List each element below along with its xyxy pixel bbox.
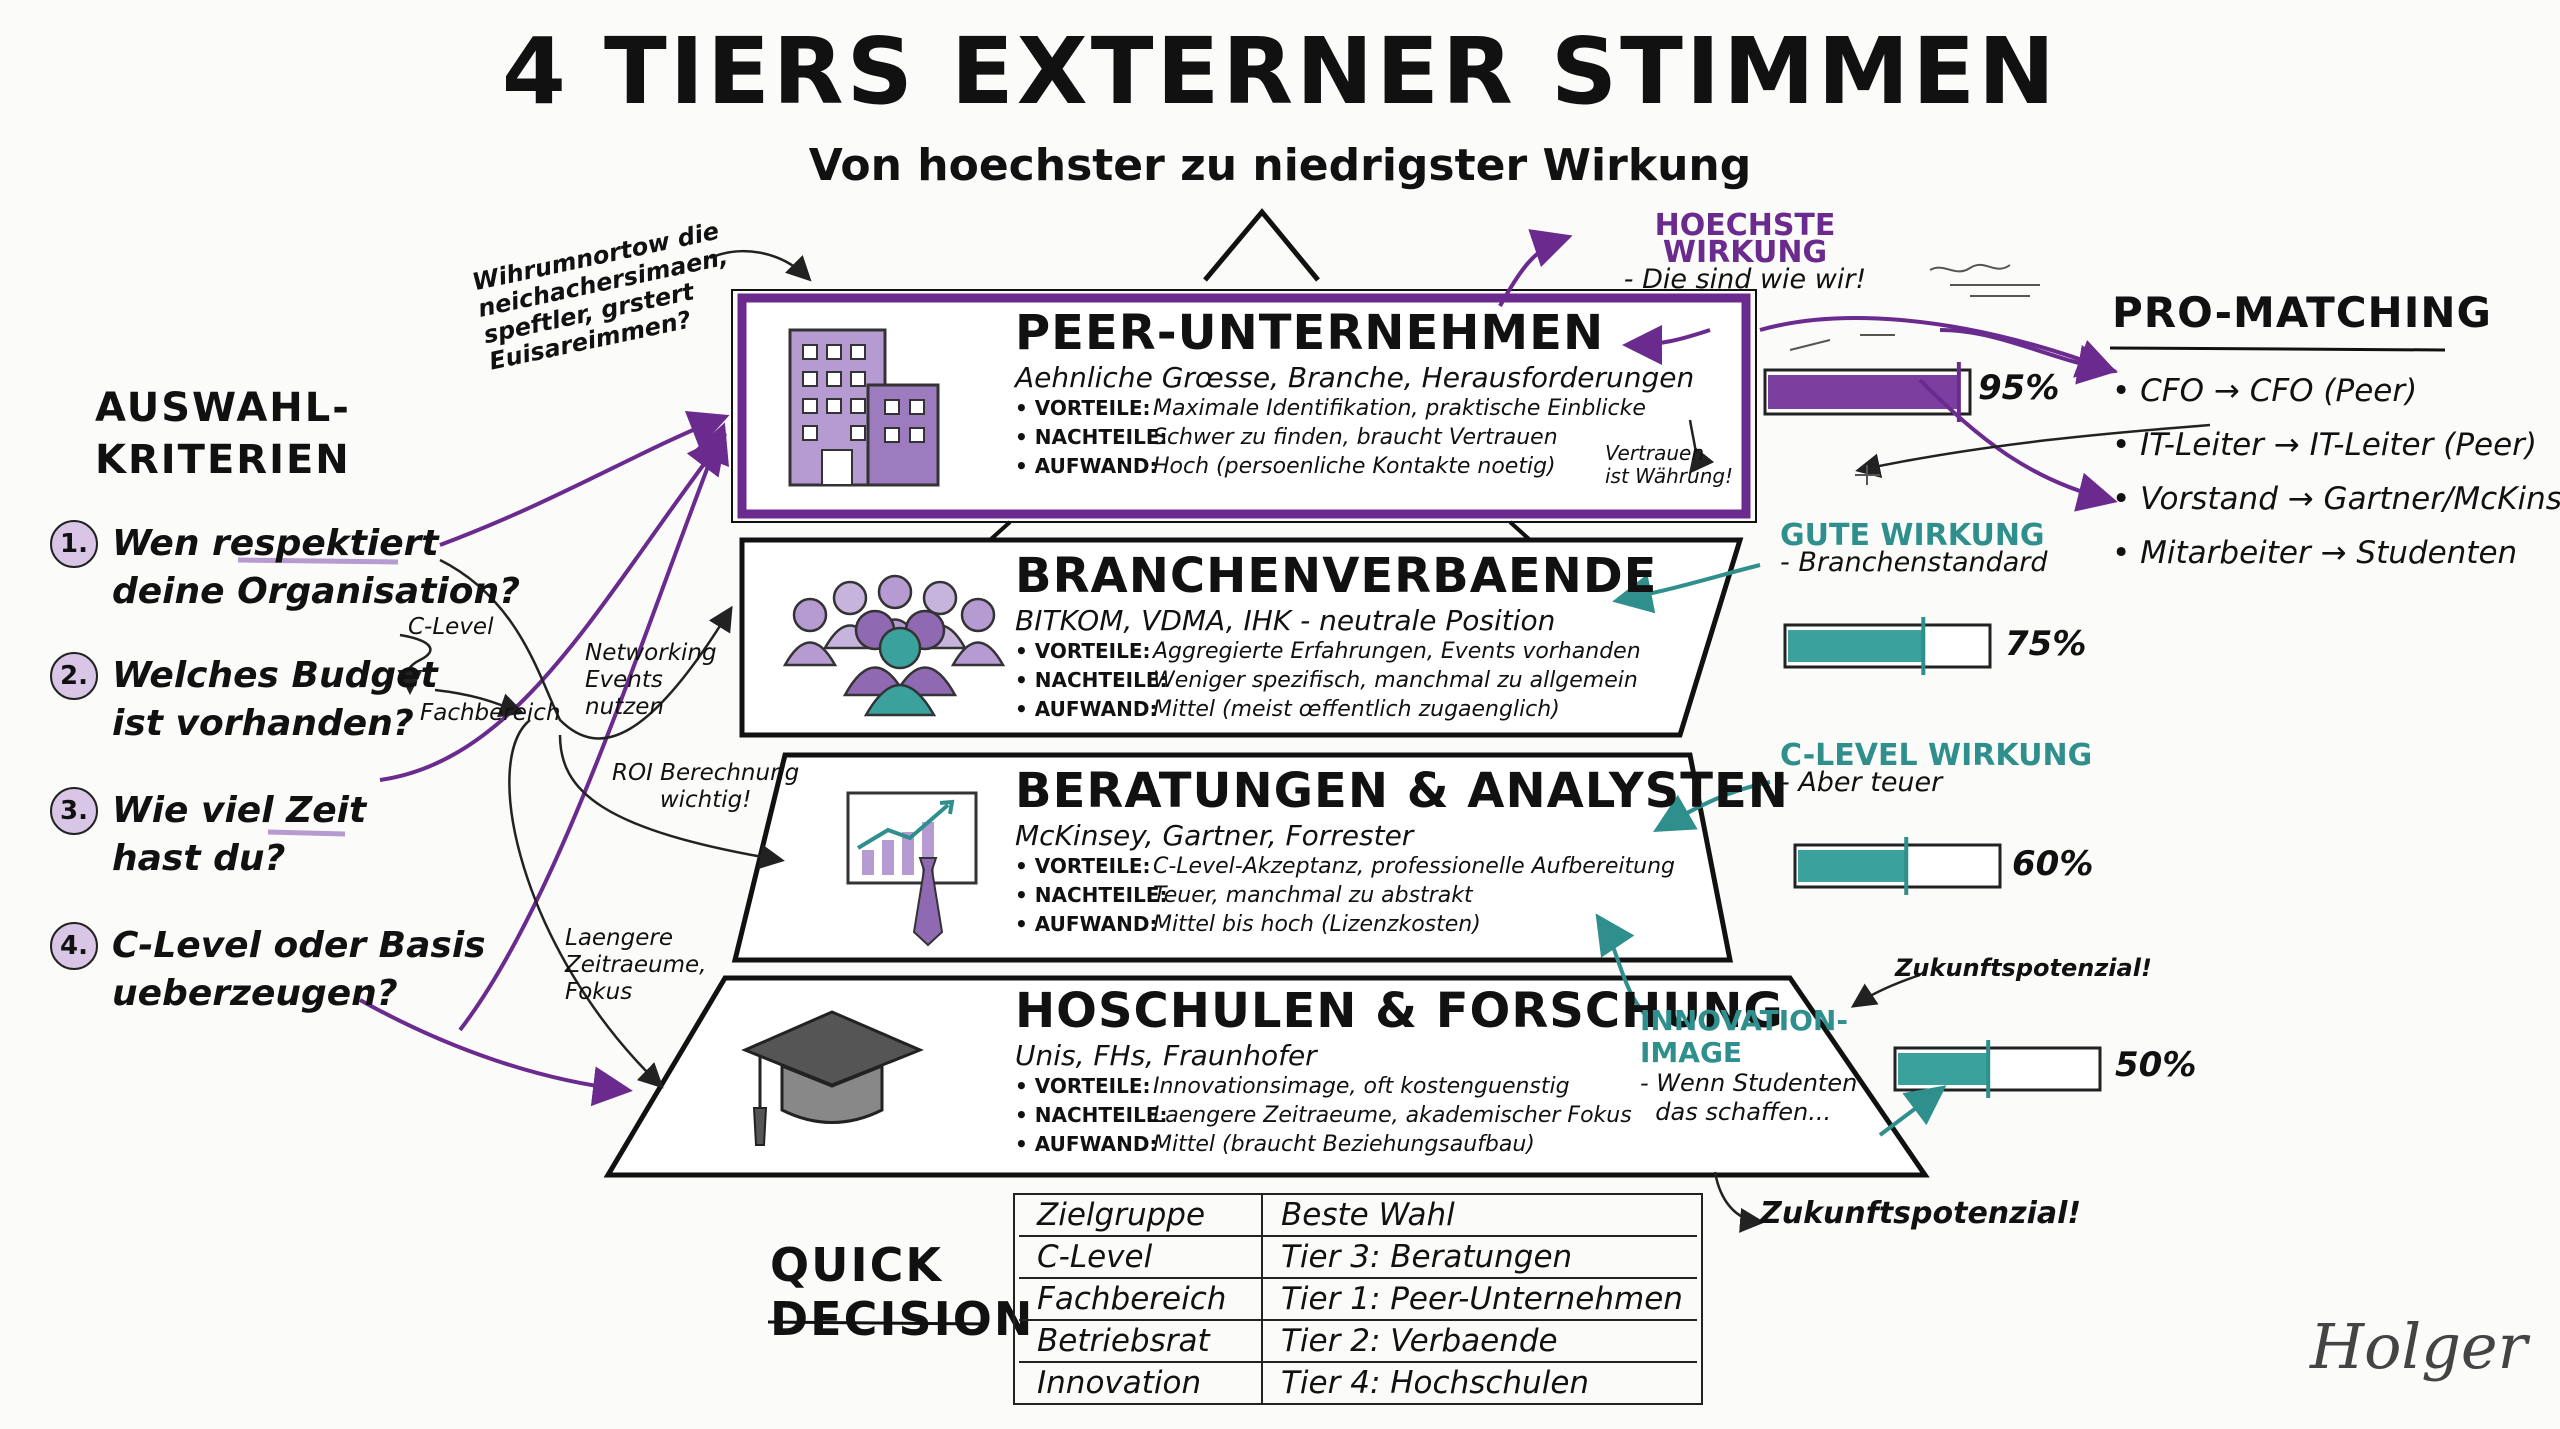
tier-2-nachteile: • NACHTEILE:Weniger spezifisch, manchmal… xyxy=(1015,668,1638,693)
tier-4-sub: Unis, FHs, Fraunhofer xyxy=(1015,1039,1317,1072)
criterion-2: 2. Welches Budget ist vorhanden? xyxy=(50,652,438,748)
impact-bar-fill-tier-1 xyxy=(1768,375,1959,409)
table-row: Innovation Tier 4: Hochschulen xyxy=(1019,1362,1697,1403)
tier-4-nachteile: • NACHTEILE:Laengere Zeitraeume, akademi… xyxy=(1015,1103,1632,1128)
criterion-4-text: C-Level oder Basis ueberzeugen? xyxy=(112,925,486,1014)
table-cell: Tier 3: Beratungen xyxy=(1262,1236,1697,1279)
note-vertrauen: Vertrauen ist Währung! xyxy=(1605,441,1734,488)
tier-1-text: PEER-UNTERNEHMEN Aehnliche Grœsse, Branc… xyxy=(1015,305,1694,481)
tier-4-text: HOSCHULEN & FORSCHUNG Unis, FHs, Fraunho… xyxy=(1015,983,1784,1159)
note-laengere: Laengere Zeitraeume, Fokus xyxy=(565,925,707,1005)
note-roi: ROI Berechnung wichtig! xyxy=(612,760,800,813)
impact-bar-fill-tier-3 xyxy=(1798,850,1907,882)
pro-matching-item: • IT-Leiter → IT-Leiter (Peer) xyxy=(2112,427,2537,463)
impact-label-tier-3: C-LEVEL WIRKUNG - Aber teuer xyxy=(1780,738,2093,798)
graduation-cap-icon xyxy=(741,1010,924,1146)
pyramid-apex xyxy=(1203,208,1320,282)
criterion-1-number: 1. xyxy=(50,520,98,568)
page-title: 4 TIERS EXTERNER STIMMEN xyxy=(501,18,2059,125)
impact-label-tier-2: GUTE WIRKUNG - Branchenstandard xyxy=(1780,518,2048,578)
impact-bar-fill-tier-2 xyxy=(1788,630,1924,662)
impact-label-tier-1: HOECHSTE WIRKUNG - Die sind wie wir! xyxy=(1623,208,1867,295)
tier-2-name: BRANCHENVERBAENDE xyxy=(1015,548,1658,604)
criterion-4-number: 4. xyxy=(50,922,98,970)
note-networking: Networking Events nutzen xyxy=(585,640,717,720)
criteria-heading: AUSWAHL- KRITERIEN xyxy=(95,385,351,483)
tier-1-aufwand: • AUFWAND:Hoch (persoenliche Kontakte no… xyxy=(1015,454,1556,479)
note-zukunft-2: Zukunftspotenzial! xyxy=(1760,1196,2082,1231)
percent-label-tier-2: 75% xyxy=(2005,624,2087,664)
office-building-icon xyxy=(788,328,940,487)
tier-2-vorteile: • VORTEILE:Aggregierte Erfahrungen, Even… xyxy=(1015,639,1641,664)
tier-4-name: HOSCHULEN & FORSCHUNG xyxy=(1015,983,1784,1039)
percent-label-tier-1: 95% xyxy=(1978,368,2060,408)
table-header-cell: Zielgruppe xyxy=(1019,1195,1263,1237)
impact-label-tier-4: INNOVATION- IMAGE - Wenn Studenten das s… xyxy=(1640,1004,1858,1127)
tier-2-sub: BITKOM, VDMA, IHK - neutrale Position xyxy=(1015,604,1556,637)
tier-3-vorteile: • VORTEILE:C-Level-Akzeptanz, profession… xyxy=(1015,854,1676,879)
tier-1-name: PEER-UNTERNEHMEN xyxy=(1015,305,1605,361)
criterion-3: 3. Wie viel Zeit hast du? xyxy=(50,787,366,883)
tier-4-box xyxy=(603,975,1930,1178)
impact-bar-fill-tier-4 xyxy=(1898,1053,1989,1085)
criterion-2-text: Welches Budget ist vorhanden? xyxy=(112,655,438,744)
pro-matching-heading: PRO-MATCHING xyxy=(2112,288,2492,337)
table-row: Betriebsrat Tier 2: Verbaende xyxy=(1019,1320,1697,1363)
note-fachbereich: Fachbereich xyxy=(420,700,561,726)
tier-1-vorteile: • VORTEILE:Maximale Identifikation, prak… xyxy=(1015,396,1646,421)
pro-matching-list: • CFO → CFO (Peer) • IT-Leiter → IT-Leit… xyxy=(2112,364,2560,580)
table-row: C-Level Tier 3: Beratungen xyxy=(1019,1236,1697,1279)
quick-decision-table: Zielgruppe Beste Wahl C-Level Tier 3: Be… xyxy=(1013,1193,1703,1405)
tier-1-nachteile: • NACHTEILE:Schwer zu finden, braucht Ve… xyxy=(1015,425,1558,450)
impact-bars xyxy=(1763,362,2102,1098)
table-cell: Fachbereich xyxy=(1019,1278,1263,1321)
table-header-cell: Beste Wahl xyxy=(1262,1195,1697,1237)
table-cell: Innovation xyxy=(1019,1362,1263,1403)
pro-matching-item: • CFO → CFO (Peer) xyxy=(2112,373,2418,409)
note-c-level: C-Level xyxy=(408,614,494,640)
criterion-1-text: Wen respektiert deine Organisation? xyxy=(112,523,521,612)
tier-3-sub: McKinsey, Gartner, Forrester xyxy=(1015,819,1414,852)
table-header-row: Zielgruppe Beste Wahl xyxy=(1019,1195,1697,1237)
page-subtitle: Von hoechster zu niedrigster Wirkung xyxy=(808,140,1752,191)
tier-3-box xyxy=(731,752,1734,963)
pro-matching-item: • Mitarbeiter → Studenten xyxy=(2112,535,2518,571)
tier-2-box xyxy=(739,537,1744,738)
criterion-1: 1. Wen respektiert deine Organisation? xyxy=(50,520,520,616)
table-row: Fachbereich Tier 1: Peer-Unternehmen xyxy=(1019,1278,1697,1321)
signature: Holger xyxy=(2310,1310,2528,1383)
tier-4-aufwand: • AUFWAND:Mittel (braucht Beziehungsaufb… xyxy=(1015,1132,1535,1157)
criterion-2-number: 2. xyxy=(50,652,98,700)
tier-3-aufwand: • AUFWAND:Mittel bis hoch (Lizenzkosten) xyxy=(1015,912,1481,937)
table-cell: C-Level xyxy=(1019,1236,1263,1279)
tier-3-text: BERATUNGEN & ANALYSTEN McKinsey, Gartner… xyxy=(1015,763,1789,939)
tier-2-text: BRANCHENVERBAENDE BITKOM, VDMA, IHK - ne… xyxy=(1015,548,1657,724)
note-zukunft-1: Zukunftspotenzial! xyxy=(1895,954,2152,982)
percent-label-tier-3: 60% xyxy=(2012,844,2094,884)
pro-matching-item: • Vorstand → Gartner/McKinsey xyxy=(2112,481,2560,517)
quick-decision-heading: QUICK DECISION xyxy=(770,1238,1035,1346)
tier-2-aufwand: • AUFWAND:Mittel (meist œffentlich zugae… xyxy=(1015,697,1560,722)
tier-3-name: BERATUNGEN & ANALYSTEN xyxy=(1015,763,1789,819)
criterion-3-text: Wie viel Zeit hast du? xyxy=(112,790,367,879)
tier-4-vorteile: • VORTEILE:Innovationsimage, oft kosteng… xyxy=(1015,1074,1570,1099)
tier-1-sub: Aehnliche Grœsse, Branche, Herausforderu… xyxy=(1015,361,1695,394)
criterion-3-number: 3. xyxy=(50,787,98,835)
people-group-icon xyxy=(782,574,1006,717)
table-cell: Tier 2: Verbaende xyxy=(1262,1320,1697,1363)
tier-3-nachteile: • NACHTEILE:Teuer, manchmal zu abstrakt xyxy=(1015,883,1473,908)
chart-presentation-icon xyxy=(846,791,978,947)
criterion-4: 4. C-Level oder Basis ueberzeugen? xyxy=(50,922,486,1018)
table-cell: Tier 4: Hochschulen xyxy=(1281,1365,1590,1401)
percent-label-tier-4: 50% xyxy=(2115,1045,2197,1085)
table-cell: Tier 1: Peer-Unternehmen xyxy=(1262,1278,1697,1321)
table-cell: Betriebsrat xyxy=(1019,1320,1263,1363)
